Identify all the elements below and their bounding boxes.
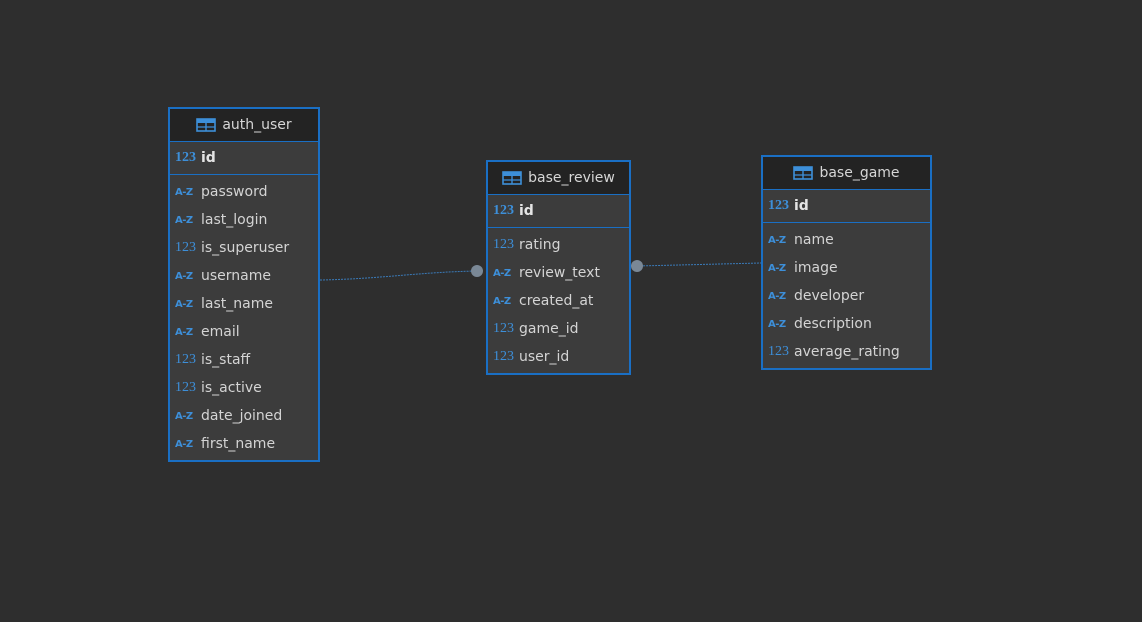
numeric-type-icon: 123 [493, 203, 514, 218]
string-type-icon: A-Z [493, 295, 511, 307]
column-row[interactable]: A-Z username [170, 262, 318, 290]
column-name: is_active [201, 380, 262, 396]
column-row[interactable]: 123 is_staff [170, 346, 318, 374]
column-row[interactable]: 123 average_rating [763, 338, 930, 366]
table-header[interactable]: base_game [763, 157, 930, 190]
pk-column[interactable]: 123 id [763, 190, 930, 223]
string-type-icon: A-Z [768, 262, 786, 274]
column-name: date_joined [201, 408, 283, 424]
numeric-type-icon: 123 [175, 380, 196, 395]
relation-endpoint-user[interactable] [471, 265, 483, 277]
table-name: base_game [819, 165, 900, 181]
numeric-type-icon: 123 [493, 237, 514, 252]
table-icon [196, 118, 217, 132]
string-type-icon: A-Z [768, 318, 786, 330]
column-name: created_at [519, 293, 594, 309]
string-type-icon: A-Z [175, 410, 193, 422]
pk-column[interactable]: 123 id [170, 142, 318, 175]
table-auth-user[interactable]: auth_user 123 id A-Z password A-Z last_log… [168, 107, 320, 462]
column-row[interactable]: A-Z description [763, 310, 930, 338]
column-name: email [201, 324, 240, 340]
numeric-type-icon: 123 [493, 321, 514, 336]
column-name: image [794, 260, 838, 276]
string-type-icon: A-Z [493, 267, 511, 279]
numeric-type-icon: 123 [493, 349, 514, 364]
column-name: game_id [519, 321, 579, 337]
string-type-icon: A-Z [175, 438, 193, 450]
table-icon [502, 171, 522, 185]
column-name: rating [519, 237, 561, 253]
table-icon [793, 166, 814, 180]
column-name: description [794, 316, 872, 332]
string-type-icon: A-Z [768, 234, 786, 246]
column-name: first_name [201, 436, 276, 452]
table-base-review[interactable]: base_review 123 id 123 rating A-Z review_t… [486, 160, 631, 375]
column-row[interactable]: A-Z last_login [170, 206, 318, 234]
string-type-icon: A-Z [175, 186, 193, 198]
column-row[interactable]: A-Z date_joined [170, 402, 318, 430]
column-row[interactable]: 123 rating [488, 231, 629, 259]
column-name: id [201, 150, 216, 166]
column-row[interactable]: 123 is_active [170, 374, 318, 402]
table-name: base_review [528, 170, 615, 186]
column-name: user_id [519, 349, 570, 365]
table-header[interactable]: base_review [488, 162, 629, 195]
numeric-type-icon: 123 [768, 344, 789, 359]
table-base-game[interactable]: base_game 123 id A-Z name A-Z image A-Z dev… [761, 155, 932, 370]
string-type-icon: A-Z [175, 270, 193, 282]
column-row[interactable]: A-Z email [170, 318, 318, 346]
column-name: password [201, 184, 268, 200]
column-name: id [794, 198, 809, 214]
table-name: auth_user [222, 117, 292, 133]
column-row[interactable]: 123 user_id [488, 343, 629, 371]
column-name: id [519, 203, 534, 219]
column-name: review_text [519, 265, 600, 281]
string-type-icon: A-Z [175, 326, 193, 338]
column-row[interactable]: A-Z password [170, 178, 318, 206]
column-row[interactable]: A-Z name [763, 226, 930, 254]
column-name: developer [794, 288, 865, 304]
column-row[interactable]: A-Z first_name [170, 430, 318, 458]
string-type-icon: A-Z [768, 290, 786, 302]
column-row[interactable]: 123 game_id [488, 315, 629, 343]
string-type-icon: A-Z [175, 298, 193, 310]
numeric-type-icon: 123 [175, 352, 196, 367]
numeric-type-icon: 123 [175, 240, 196, 255]
column-row[interactable]: A-Z developer [763, 282, 930, 310]
column-name: name [794, 232, 834, 248]
pk-column[interactable]: 123 id [488, 195, 629, 228]
relation-endpoint-game[interactable] [631, 260, 643, 272]
numeric-type-icon: 123 [768, 198, 789, 213]
table-header[interactable]: auth_user [170, 109, 318, 142]
column-name: username [201, 268, 271, 284]
relation-line-game[interactable] [636, 262, 762, 267]
column-row[interactable]: A-Z created_at [488, 287, 629, 315]
column-name: last_name [201, 296, 273, 312]
column-row[interactable]: 123 is_superuser [170, 234, 318, 262]
column-row[interactable]: A-Z review_text [488, 259, 629, 287]
numeric-type-icon: 123 [175, 150, 196, 165]
column-row[interactable]: A-Z image [763, 254, 930, 282]
column-name: is_staff [201, 352, 251, 368]
column-row[interactable]: A-Z last_name [170, 290, 318, 318]
column-name: average_rating [794, 344, 900, 360]
relation-line-user[interactable] [319, 270, 478, 281]
string-type-icon: A-Z [175, 214, 193, 226]
column-name: is_superuser [201, 240, 290, 256]
column-name: last_login [201, 212, 268, 228]
